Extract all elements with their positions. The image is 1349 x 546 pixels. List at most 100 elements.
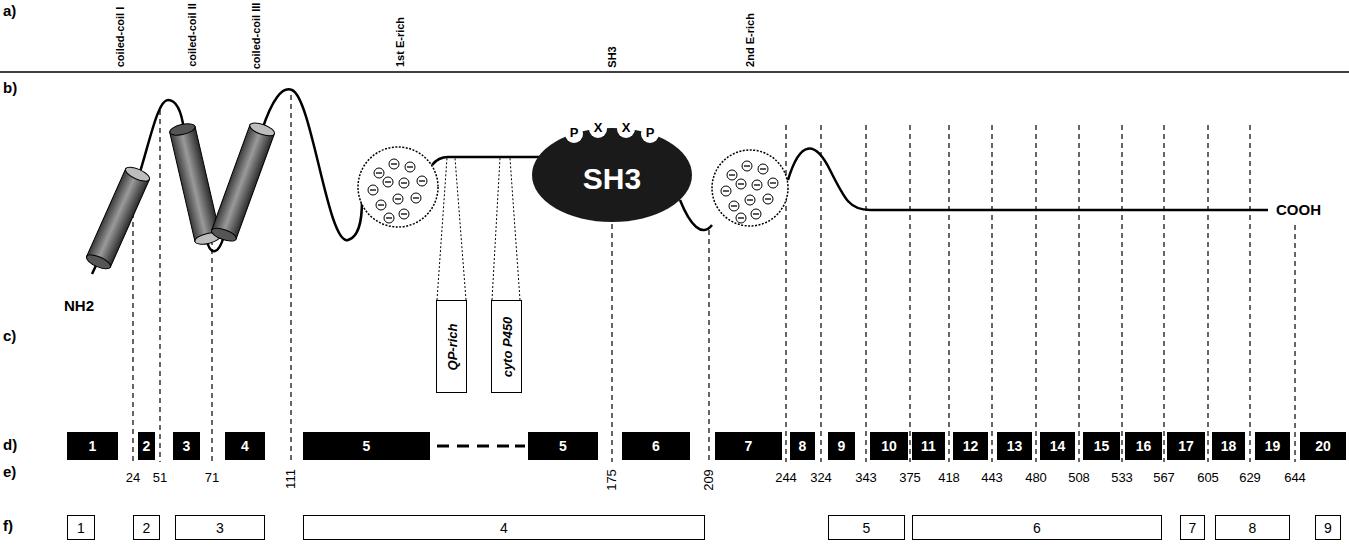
region-box: 2	[133, 515, 160, 540]
panel-letter: c)	[3, 328, 16, 345]
exon-box: 6	[622, 432, 690, 460]
exon-box: 15	[1083, 432, 1120, 460]
node-text: SH3	[583, 162, 641, 196]
residue-number: 24	[126, 471, 140, 485]
residue-number: 375	[899, 471, 921, 485]
exon-box: 1	[67, 432, 118, 460]
residue-number: 480	[1025, 471, 1047, 485]
motif-box: QP-rich	[436, 300, 467, 393]
panel-letter: b)	[3, 80, 17, 97]
residue-number: 644	[1284, 471, 1306, 485]
coiled-coil-helix	[210, 120, 276, 244]
gap-dashes	[437, 445, 525, 448]
node-text: 4	[500, 520, 508, 536]
region-box: 8	[1215, 515, 1290, 540]
dotted-leaders	[437, 158, 520, 300]
node-text: 4	[241, 438, 249, 454]
residue-number: 629	[1239, 471, 1261, 485]
node-text: 3	[183, 438, 191, 454]
backbone-line	[92, 89, 1268, 274]
node-text: 5	[559, 438, 567, 454]
region-box: 9	[1315, 515, 1341, 540]
exon-box: 9	[828, 432, 855, 460]
residue-number: 51	[153, 471, 167, 485]
node-text: 18	[1221, 438, 1237, 454]
residue-number: 175	[605, 469, 619, 491]
residue-number: 418	[938, 471, 960, 485]
node-text: 20	[1315, 438, 1331, 454]
coiled-coil-helix	[85, 164, 152, 271]
panel-letter: f)	[3, 518, 13, 535]
region-box: 6	[912, 515, 1162, 540]
motif-box: cyto P450	[491, 300, 522, 393]
exon-box: 12	[953, 432, 988, 460]
domain-name: SH3	[606, 46, 618, 67]
node-text: cyto P450	[499, 316, 514, 377]
boundary-lines	[133, 95, 1295, 462]
residue-number: 508	[1068, 471, 1090, 485]
node-text: 6	[652, 438, 660, 454]
node-text: QP-rich	[444, 323, 459, 370]
region-box: 7	[1180, 515, 1205, 540]
node-text: 17	[1178, 438, 1194, 454]
motif-notch	[617, 120, 635, 138]
domain-name: coiled-coil II	[186, 3, 198, 67]
residue-number: 567	[1153, 471, 1175, 485]
residue-number: 533	[1111, 471, 1133, 485]
motif-letter: X	[622, 121, 631, 135]
exon-box: 8	[790, 432, 815, 460]
node-text: 14	[1050, 438, 1066, 454]
node-text: 1	[77, 520, 85, 536]
node-text: 13	[1007, 438, 1023, 454]
exon-box: 3	[173, 432, 200, 460]
domain-name: 2nd E-rich	[744, 13, 756, 67]
domain-ellipse: SH3	[532, 128, 692, 222]
exon-box: 14	[1040, 432, 1075, 460]
terminus-label: NH2	[64, 298, 94, 315]
residue-number: 111	[284, 469, 298, 489]
panel-letter: e)	[3, 464, 16, 481]
node-text: 11	[921, 438, 936, 454]
residue-number: 605	[1197, 471, 1219, 485]
exon-box: 5	[303, 432, 430, 460]
exon-box: 17	[1167, 432, 1205, 460]
motif-notch	[641, 125, 659, 143]
divider-line	[0, 71, 1349, 73]
exon-box: 13	[997, 432, 1032, 460]
exon-box: 11	[912, 432, 945, 460]
residue-number: 71	[205, 471, 219, 485]
exon-box: 18	[1212, 432, 1245, 460]
region-box: 3	[175, 515, 265, 540]
node-text: 3	[216, 520, 224, 536]
residue-number: 443	[981, 471, 1003, 485]
exon-box: 5	[528, 432, 598, 460]
region-box: 4	[303, 515, 705, 540]
exon-box: 20	[1300, 432, 1346, 460]
node-text: 19	[1265, 438, 1281, 454]
node-text: 8	[1249, 520, 1257, 536]
terminus-label: COOH	[1276, 202, 1321, 219]
node-text: 1	[89, 438, 97, 454]
exon-box: 7	[715, 432, 782, 460]
residue-number: 209	[702, 469, 716, 491]
exon-box: 4	[225, 432, 265, 460]
node-text: 15	[1094, 438, 1110, 454]
node-text: 9	[838, 438, 846, 454]
node-text: 12	[963, 438, 979, 454]
domain-name: coiled-coil I	[114, 6, 126, 67]
node-text: 9	[1324, 520, 1332, 536]
node-text: 10	[881, 438, 897, 454]
exon-box: 10	[870, 432, 908, 460]
motif-letter: X	[594, 121, 603, 135]
exon-box: 2	[138, 432, 155, 460]
acidic-region	[358, 147, 438, 227]
node-text: 2	[143, 438, 151, 454]
exon-box: 16	[1125, 432, 1162, 460]
residue-number: 244	[775, 471, 797, 485]
panel-letter: d)	[3, 437, 17, 454]
motif-letter: P	[646, 126, 655, 140]
node-text: 16	[1136, 438, 1152, 454]
acidic-region	[712, 150, 788, 226]
node-text: 7	[1189, 520, 1197, 536]
